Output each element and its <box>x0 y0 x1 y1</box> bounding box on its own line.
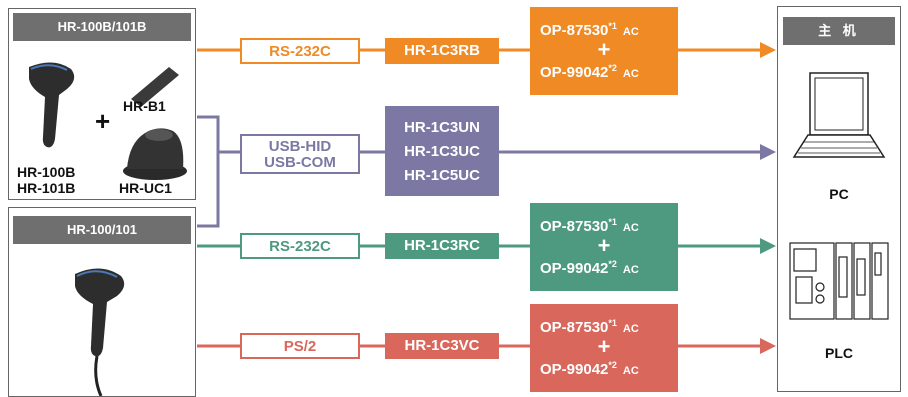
adapter-plus: + <box>597 37 611 62</box>
pc-label: PC <box>829 186 849 202</box>
footnote-mark: *2 <box>608 360 617 370</box>
scanner-label-101b: HR-101B <box>17 180 76 196</box>
footnote-mark: *1 <box>608 21 617 31</box>
cable-hr-1c3uc: HR-1C3UC <box>404 143 480 160</box>
interface-usb-hid: USB-HID <box>268 138 332 155</box>
scanner-group-bottom: HR-100/101 <box>8 207 196 397</box>
host-illustration <box>789 72 889 320</box>
arrow-right-icon <box>760 238 776 254</box>
handheld-scanner-icon <box>29 62 75 148</box>
cable-hr-1c3un: HR-1C3UN <box>404 119 480 136</box>
adapter-part-op-99042: OP-99042 <box>540 361 609 378</box>
plc-icon <box>789 242 889 320</box>
adapter-suffix-ac: AC <box>622 26 639 38</box>
adapter-plus: + <box>597 334 611 359</box>
adapter-suffix-ac: AC <box>622 68 639 80</box>
adapter-part-op-87530: OP-87530 <box>540 22 609 39</box>
adapter-part-op-99042: OP-99042 <box>540 64 609 81</box>
cable-hr-1c3vc: HR-1C3VC <box>385 333 499 359</box>
cradle-label: HR-UC1 <box>119 180 172 196</box>
adapter-suffix-ac: AC <box>622 264 639 276</box>
cable-hr-1c3rb: HR-1C3RB <box>385 38 499 64</box>
arrow-right-icon <box>760 144 776 160</box>
footnote-mark: *1 <box>608 217 617 227</box>
receiver-label: HR-B1 <box>123 98 166 114</box>
scanner-top-illustration <box>29 62 187 180</box>
scanner-bottom-illustration <box>75 268 125 396</box>
cable-hr-1c5uc: HR-1C5UC <box>404 167 480 184</box>
adapter-plus: + <box>597 233 611 258</box>
interface-rs232c-top: RS-232C <box>240 38 360 64</box>
interface-usb: USB-HID USB-COM <box>240 134 360 174</box>
cable-hr-1c3rc: HR-1C3RC <box>385 233 499 259</box>
plc-label: PLC <box>825 345 853 361</box>
host-panel: 主 机 PC PLC <box>777 6 901 392</box>
adapter-part-op-99042: OP-99042 <box>540 260 609 277</box>
laptop-icon <box>792 72 886 158</box>
bracket-line-usb <box>197 115 220 228</box>
interface-rs232c-bottom: RS-232C <box>240 233 360 259</box>
host-title: 主 机 <box>783 17 895 45</box>
adapter-suffix-ac: AC <box>622 222 639 234</box>
footnote-mark: *2 <box>608 63 617 73</box>
adapter-suffix-ac: AC <box>622 323 639 335</box>
arrow-right-icon <box>760 42 776 58</box>
interface-usb-com: USB-COM <box>264 154 336 171</box>
interface-ps2: PS/2 <box>240 333 360 359</box>
scanner-cable-icon <box>94 355 103 396</box>
scanner-label-100b: HR-100B <box>17 164 76 180</box>
adapter-part-op-87530: OP-87530 <box>540 218 609 235</box>
footnote-mark: *1 <box>608 318 617 328</box>
adapter-suffix-ac: AC <box>622 365 639 377</box>
adapter-part-op-87530: OP-87530 <box>540 319 609 336</box>
scanner-group-top: HR-100B/101B + HR-B1 HR-100B HR-101B HR-… <box>8 8 196 200</box>
plus-sign: + <box>95 106 111 136</box>
receiver-icon <box>131 67 179 107</box>
cable-usb-group: HR-1C3UN HR-1C3UC HR-1C5UC <box>385 106 499 196</box>
handheld-scanner-icon <box>75 268 125 357</box>
scanner-group-top-title: HR-100B/101B <box>13 13 191 41</box>
scanner-group-bottom-title: HR-100/101 <box>13 216 191 244</box>
arrow-right-icon <box>760 338 776 354</box>
footnote-mark: *2 <box>608 259 617 269</box>
